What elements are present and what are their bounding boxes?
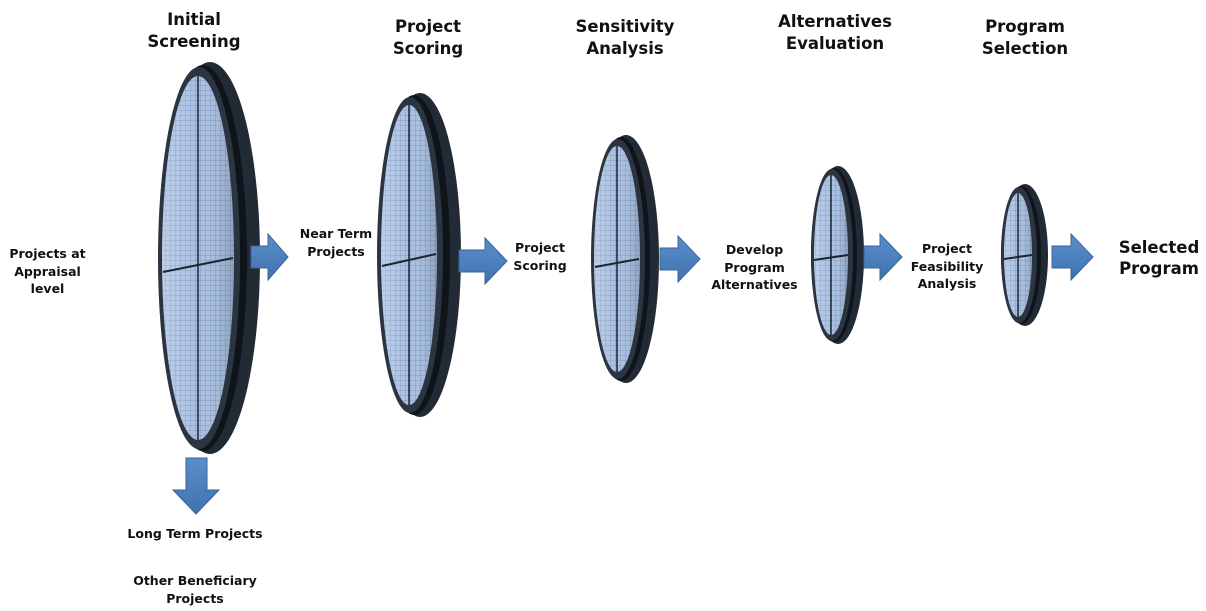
stage-title-project-scoring: Project Scoring: [392, 17, 464, 59]
label-project-scoring: Project Scoring: [513, 240, 567, 273]
stage-title-initial-screening: Initial Screening: [147, 10, 241, 52]
filter-ring-program-selection: [1001, 184, 1048, 326]
arrow-right-2: [458, 236, 508, 286]
label-other-beneficiary-projects: Other Beneficiary Projects: [133, 573, 257, 606]
label-selected-program: Selected Program: [1118, 238, 1200, 279]
label-near-term-projects: Near Term Projects: [299, 226, 373, 259]
stage-title-alternatives-evaluation: Alternatives Evaluation: [778, 12, 892, 54]
stage-title-sensitivity-analysis: Sensitivity Analysis: [575, 17, 675, 59]
filter-ring-alternatives-evaluation: [811, 166, 864, 344]
label-develop-program-alternatives: Develop Program Alternatives: [711, 242, 798, 292]
label-projects-at-appraisal: Projects at Appraisal level: [9, 246, 86, 296]
arrow-right-5: [1051, 232, 1094, 282]
filter-ring-project-scoring: [377, 93, 461, 417]
label-long-term-projects: Long Term Projects: [127, 526, 263, 541]
stage-title-program-selection: Program Selection: [981, 17, 1069, 59]
arrow-right-3: [659, 234, 701, 284]
arrow-down: [171, 457, 221, 515]
arrow-right-1: [250, 232, 289, 282]
filter-ring-sensitivity-analysis: [591, 135, 659, 383]
arrow-right-4: [863, 232, 903, 282]
filter-ring-initial-screening: [158, 62, 260, 454]
label-project-feasibility-analysis: Project Feasibility Analysis: [910, 241, 984, 291]
